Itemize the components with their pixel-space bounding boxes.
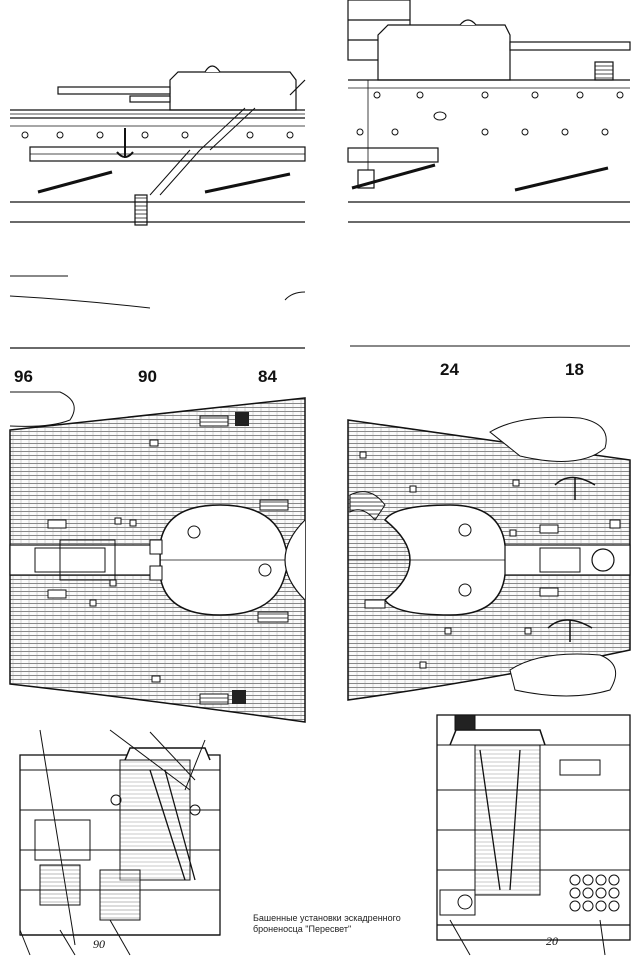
frame-numbers: 96 90 84 24 18 [10, 347, 584, 386]
turret-section-right: 20 [436, 714, 631, 956]
hull-lines-left [9, 275, 306, 309]
figure-caption: Башенные установки эскадренного броненос… [253, 913, 423, 935]
side-view-left [10, 65, 306, 226]
section-number-90: 90 [93, 937, 105, 951]
caption-line-2: броненосца "Пересвет" [253, 924, 352, 934]
frame-number-96: 96 [14, 367, 33, 386]
section-number-20: 20 [546, 934, 558, 948]
frame-number-90: 90 [138, 367, 157, 386]
deck-plan-right [347, 416, 631, 701]
side-view-right [347, 0, 631, 223]
turret-section-left: 90 [19, 729, 221, 956]
caption-line-1: Башенные установки эскадренного [253, 913, 401, 923]
frame-number-84: 84 [258, 367, 277, 386]
deck-plan-left [9, 391, 306, 723]
frame-number-24: 24 [440, 360, 459, 379]
frame-number-18: 18 [565, 360, 584, 379]
